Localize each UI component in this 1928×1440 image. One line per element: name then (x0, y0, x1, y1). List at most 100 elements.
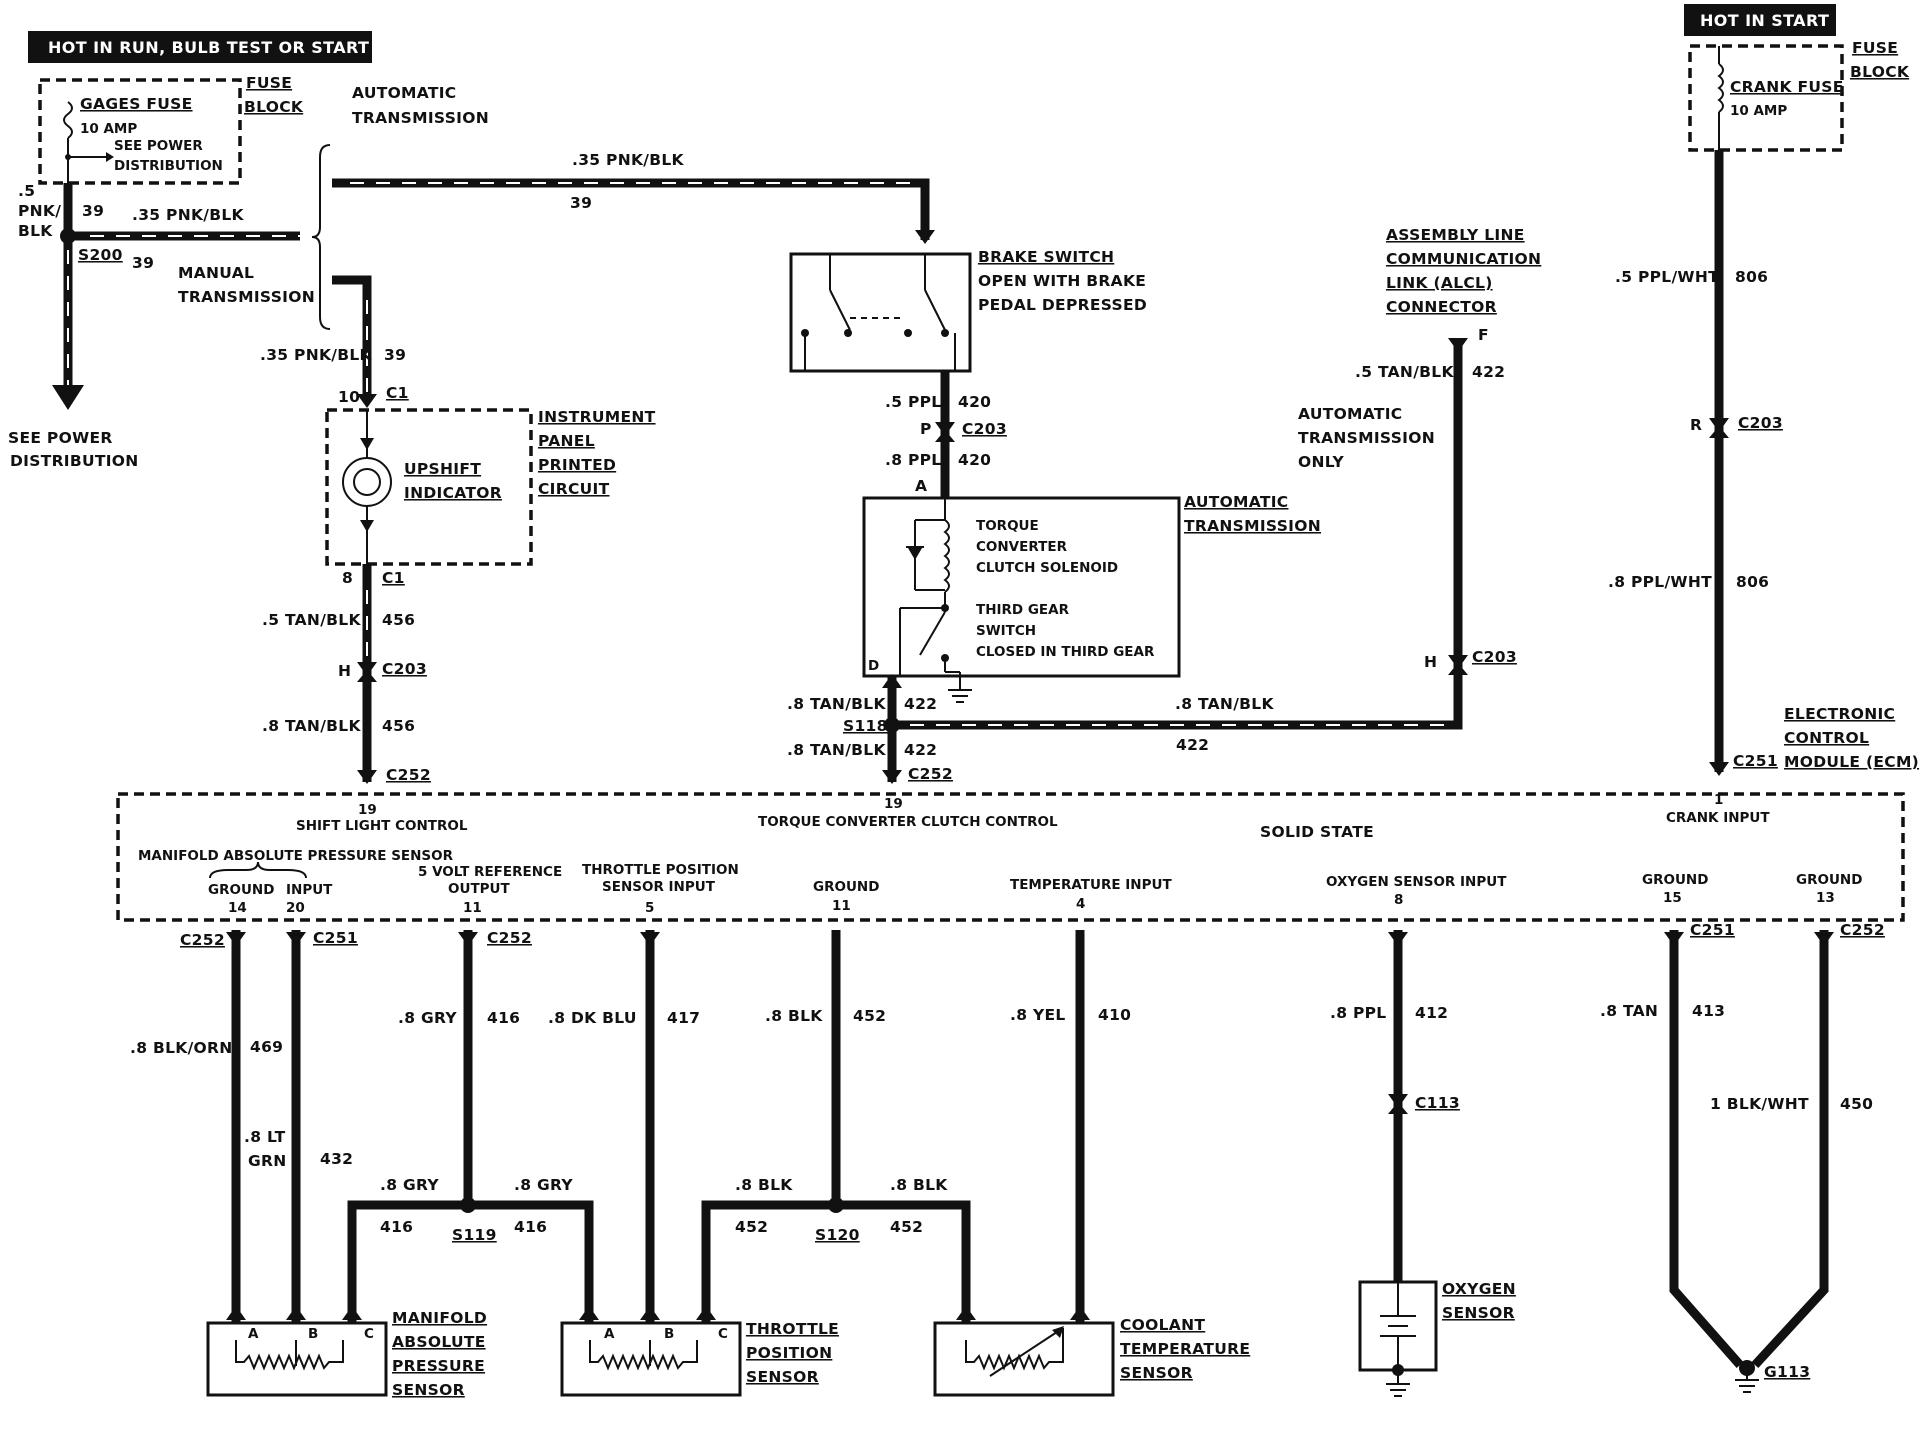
w413-size: .8 TAN (1600, 1002, 1658, 1020)
tps-label-2: POSITION (746, 1344, 832, 1362)
gages-fuse-name: GAGES FUSE (80, 95, 193, 113)
brake-out-pin-a: A (915, 477, 927, 495)
auto-trans-label-box-2: TRANSMISSION (1184, 517, 1321, 535)
cts-label-1: COOLANT (1120, 1316, 1205, 1334)
ipc-feed-wire: .35 PNK/BLK 39 10 C1 (260, 275, 408, 408)
ecm-map-label: MANIFOLD ABSOLUTE PRESSURE SENSOR (138, 848, 454, 864)
c251-right: C251 (1690, 921, 1735, 939)
left-wire-size-3: BLK (18, 222, 53, 240)
crank-fuse-name: CRANK FUSE (1730, 78, 1844, 96)
see-power-1: SEE POWER (8, 429, 113, 447)
crank-c203: C203 (1738, 414, 1783, 432)
header-right-text: HOT IN START (1700, 11, 1829, 30)
cts-label-3: SENSOR (1120, 1364, 1193, 1382)
brake-out-size-1: .5 PPL (885, 393, 941, 411)
ground-g113: G113 (1735, 1360, 1810, 1393)
map-label-3: PRESSURE (392, 1357, 485, 1375)
ecm-tps-1: THROTTLE POSITION (582, 862, 739, 878)
third-gear-2: SWITCH (976, 623, 1036, 639)
ipc-c203-pin: H (338, 662, 351, 680)
ipc-wire-out-size: .5 TAN/BLK (262, 611, 361, 629)
manual-trans-label-2: TRANSMISSION (178, 288, 315, 306)
tcc-size-2: .8 TAN/BLK (787, 741, 886, 759)
s119-left: 416 (380, 1218, 413, 1236)
w410-size: .8 YEL (1010, 1006, 1066, 1024)
splice-s200: S200 (78, 246, 123, 264)
aldl-4: CONNECTOR (1386, 298, 1497, 316)
aldl-only-1: AUTOMATIC (1298, 405, 1403, 423)
aldl-c203: C203 (1472, 648, 1517, 666)
coolant-sensor: COOLANT TEMPERATURE SENSOR (933, 1316, 1250, 1397)
aldl-pin-f: F (1478, 326, 1489, 344)
tps-label-3: SENSOR (746, 1368, 819, 1386)
ipc-output-wire: 8 C1 .5 TAN/BLK 456 H C203 .8 TAN/BLK 45… (262, 564, 431, 784)
c113: C113 (1415, 1094, 1460, 1112)
aldl-1: ASSEMBLY LINE (1386, 226, 1525, 244)
ecm-crank-label: CRANK INPUT (1666, 810, 1770, 826)
auto-trans-label-2: TRANSMISSION (352, 109, 489, 127)
brake-out-circuit-2: 420 (958, 451, 991, 469)
left-circuit-a: 39 (82, 202, 104, 220)
ecm-label-1: ELECTRONIC (1784, 705, 1895, 723)
brake-switch-2: OPEN WITH BRAKE (978, 272, 1146, 290)
header-left-text: HOT IN RUN, BULB TEST OR START (48, 38, 369, 57)
ecm-gnd13-label: GROUND (1796, 872, 1862, 888)
s120-right: 452 (890, 1218, 923, 1236)
ecm-vref-1: 5 VOLT REFERENCE (418, 864, 562, 880)
auto-trans-box: TORQUE CONVERTER CLUTCH SOLENOID THIRD G… (862, 493, 1321, 703)
ipc-panel-2: PANEL (538, 432, 595, 450)
fuse-block-label-2: BLOCK (244, 98, 304, 116)
ipc-panel-3: PRINTED (538, 456, 616, 474)
instrument-panel-box: UPSHIFT INDICATOR INSTRUMENT PANEL PRINT… (325, 408, 655, 566)
crank-fuse-block-2: BLOCK (1850, 63, 1910, 81)
ecm-gnd15-pin: 15 (1663, 890, 1682, 906)
auto-trans-label-box-1: AUTOMATIC (1184, 493, 1289, 511)
brake-switch-1: BRAKE SWITCH (978, 248, 1114, 266)
tcc-output-wire: .8 TAN/BLK 422 S118 .8 TAN/BLK 422 C252 … (787, 338, 1463, 784)
aldl-2: COMMUNICATION (1386, 250, 1541, 268)
crank-size-1: .5 PPL/WHT (1615, 268, 1719, 286)
s119-right-size: .8 GRY (514, 1176, 573, 1194)
ecm-vref-2: OUTPUT (448, 881, 511, 897)
manual-trans-label-1: MANUAL (178, 264, 254, 282)
ecm-map-ground-pin: 14 (228, 900, 247, 916)
splice-s118: S118 (843, 717, 888, 735)
brake-out-c203: C203 (962, 420, 1007, 438)
w452-size: .8 BLK (765, 1007, 823, 1025)
brake-switch: BRAKE SWITCH OPEN WITH BRAKE PEDAL DEPRE… (789, 248, 1147, 373)
top-wire-39: .35 PNK/BLK 39 (332, 151, 935, 244)
ecm-map-input-pin: 20 (286, 900, 305, 916)
ecm-map-ground: GROUND (208, 882, 274, 898)
tps-pin-c: C (718, 1326, 728, 1342)
ipc-pin-bottom: 8 (342, 569, 353, 587)
ecm-map-input: INPUT (286, 882, 333, 898)
tcc-label-3: CLUTCH SOLENOID (976, 560, 1118, 576)
map-label-1: MANIFOLD (392, 1309, 487, 1327)
tcc-size-1: .8 TAN/BLK (787, 695, 886, 713)
ipc-pin-top: 10 (338, 388, 360, 406)
see-power-2: DISTRIBUTION (10, 452, 139, 470)
map-label-2: ABSOLUTE (392, 1333, 486, 1351)
ipc-wire-out2-size: .8 TAN/BLK (262, 717, 361, 735)
ecm-crank-pin: 1 (1714, 792, 1723, 808)
cts-label-2: TEMPERATURE (1120, 1340, 1250, 1358)
map-sensor: A B C MANIFOLD ABSOLUTE PRESSURE SENSOR (206, 1309, 487, 1399)
ipc-wire-out2-circuit: 456 (382, 717, 415, 735)
ipc-wire-in-size: .35 PNK/BLK (260, 346, 373, 364)
left-wire-size-1: .5 (18, 182, 35, 200)
crank-fuse-block: CRANK FUSE 10 AMP FUSE BLOCK (1688, 39, 1910, 152)
map-pin-b: B (308, 1326, 318, 1342)
ipc-conn-bottom: C1 (382, 569, 405, 587)
ecm-tps-2: SENSOR INPUT (602, 879, 716, 895)
ecm-tps-pin: 5 (645, 900, 654, 916)
brake-out-size-2: .8 PPL (885, 451, 941, 469)
brake-out-c203-pin: P (920, 420, 932, 438)
aldl-only-2: TRANSMISSION (1298, 429, 1435, 447)
aldl-size: .5 TAN/BLK (1355, 363, 1454, 381)
ecm-gnd13-pin: 13 (1816, 890, 1835, 906)
s120-left-size: .8 BLK (735, 1176, 793, 1194)
crank-wire: .5 PPL/WHT 806 R C203 .8 PPL/WHT 806 C25… (1608, 150, 1783, 776)
aldl-only-3: ONLY (1298, 453, 1345, 471)
tcc-circuit-1: 422 (904, 695, 937, 713)
left-feed-wire: .5 PNK/ BLK 39 S200 39 .35 PNK/BLK SEE P… (8, 182, 300, 470)
